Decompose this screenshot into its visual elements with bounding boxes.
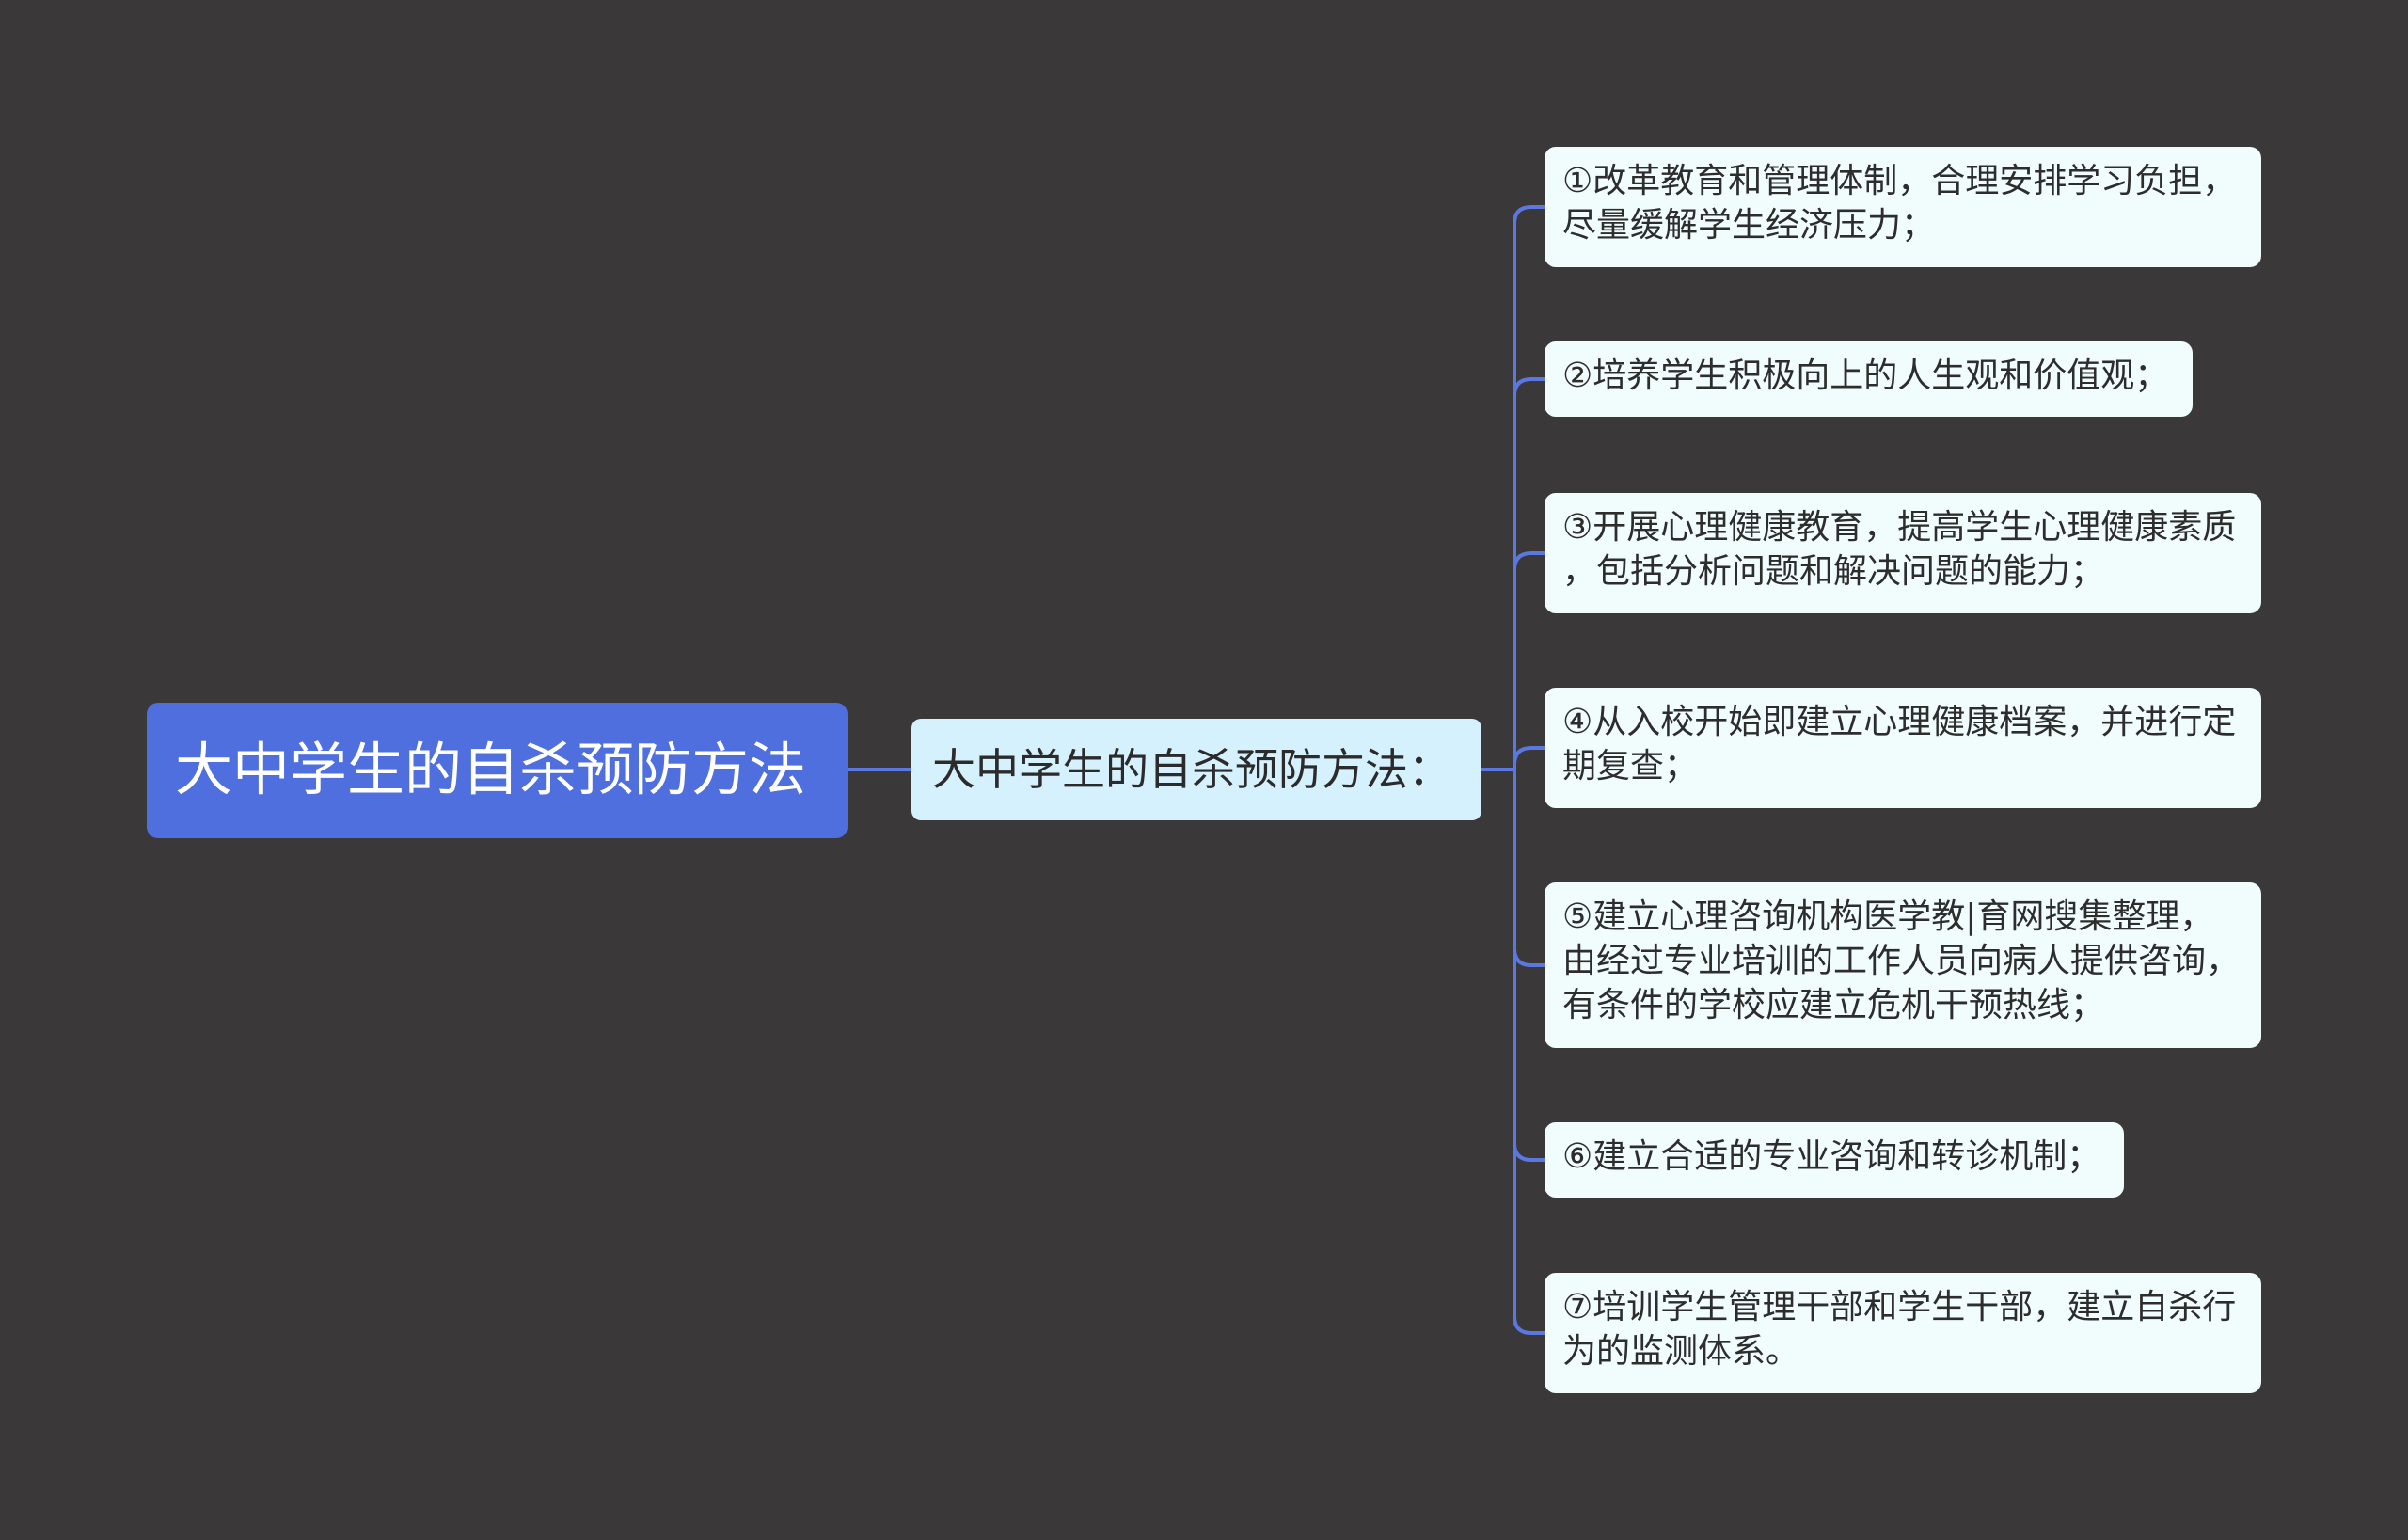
method-item-2[interactable]: ②培养学生积极向上的人生观和价值观； [1545,341,2193,417]
method-item-3[interactable]: ③开展心理健康教育，提高学生心理健康素质 ，包括分析问题和解决问题的能力； [1545,493,2261,613]
method-item-2-line-1: ②培养学生积极向上的人生观和价值观； [1562,357,2169,395]
method-item-5-line-1: ⑤建立心理咨询机构医学教|育网搜集整理， [1562,897,2214,936]
method-item-1-line-1: ①改革教育和管理体制，合理安排学习负担， [1562,162,2237,200]
method-item-3-line-1: ③开展心理健康教育，提高学生心理健康素质 [1562,508,2237,547]
method-item-1-line-2: 尽量缓解学生经济压力； [1562,206,1936,245]
branch-connector-4 [1513,746,1545,770]
method-item-5[interactable]: ⑤建立心理咨询机构医学教|育网搜集整理， 由经过专业培训的工作人员向病人提供咨询… [1545,882,2261,1048]
subtopic-label: 大中学生的自杀预防方法： [932,744,1451,795]
method-item-7[interactable]: ⑦培训学生管理干部和学生干部，建立自杀行 为的监测体系。 [1545,1273,2261,1393]
method-item-1[interactable]: ①改革教育和管理体制，合理安排学习负担， 尽量缓解学生经济压力； [1545,147,2261,267]
method-item-5-line-2: 由经过专业培训的工作人员向病人提供咨询， [1562,942,2241,980]
method-item-5-line-3: 有条件的学校应建立危机干预热线； [1562,986,2105,1024]
method-item-6-line-1: ⑥建立合适的专业咨询和转诊机制； [1562,1137,2101,1176]
method-item-7-line-1: ⑦培训学生管理干部和学生干部，建立自杀行 [1562,1288,2237,1326]
branch-connector-1 [1513,205,1545,770]
method-item-4-line-2: 期复查； [1562,747,1699,786]
method-item-6[interactable]: ⑥建立合适的专业咨询和转诊机制； [1545,1122,2124,1198]
branch-connectors [1513,205,1545,1335]
method-item-3-line-2: ，包括分析问题和解决问题的能力； [1562,552,2105,591]
branch-connector-5 [1513,770,1545,967]
subtopic-node[interactable]: 大中学生的自杀预防方法： [911,719,1481,820]
method-item-4[interactable]: ④从入校开始即建立心理健康档案，并进行定 期复查； [1545,688,2261,808]
method-item-4-line-1: ④从入校开始即建立心理健康档案，并进行定 [1562,703,2237,741]
root-topic-label: 大中学生的自杀预防方法 [175,737,807,803]
branch-connector-7 [1513,770,1545,1335]
root-topic-node[interactable]: 大中学生的自杀预防方法 [147,703,848,838]
branch-connector-3 [1513,551,1545,770]
branch-connector-2 [1513,377,1545,770]
method-item-7-line-2: 为的监测体系。 [1562,1332,1800,1371]
